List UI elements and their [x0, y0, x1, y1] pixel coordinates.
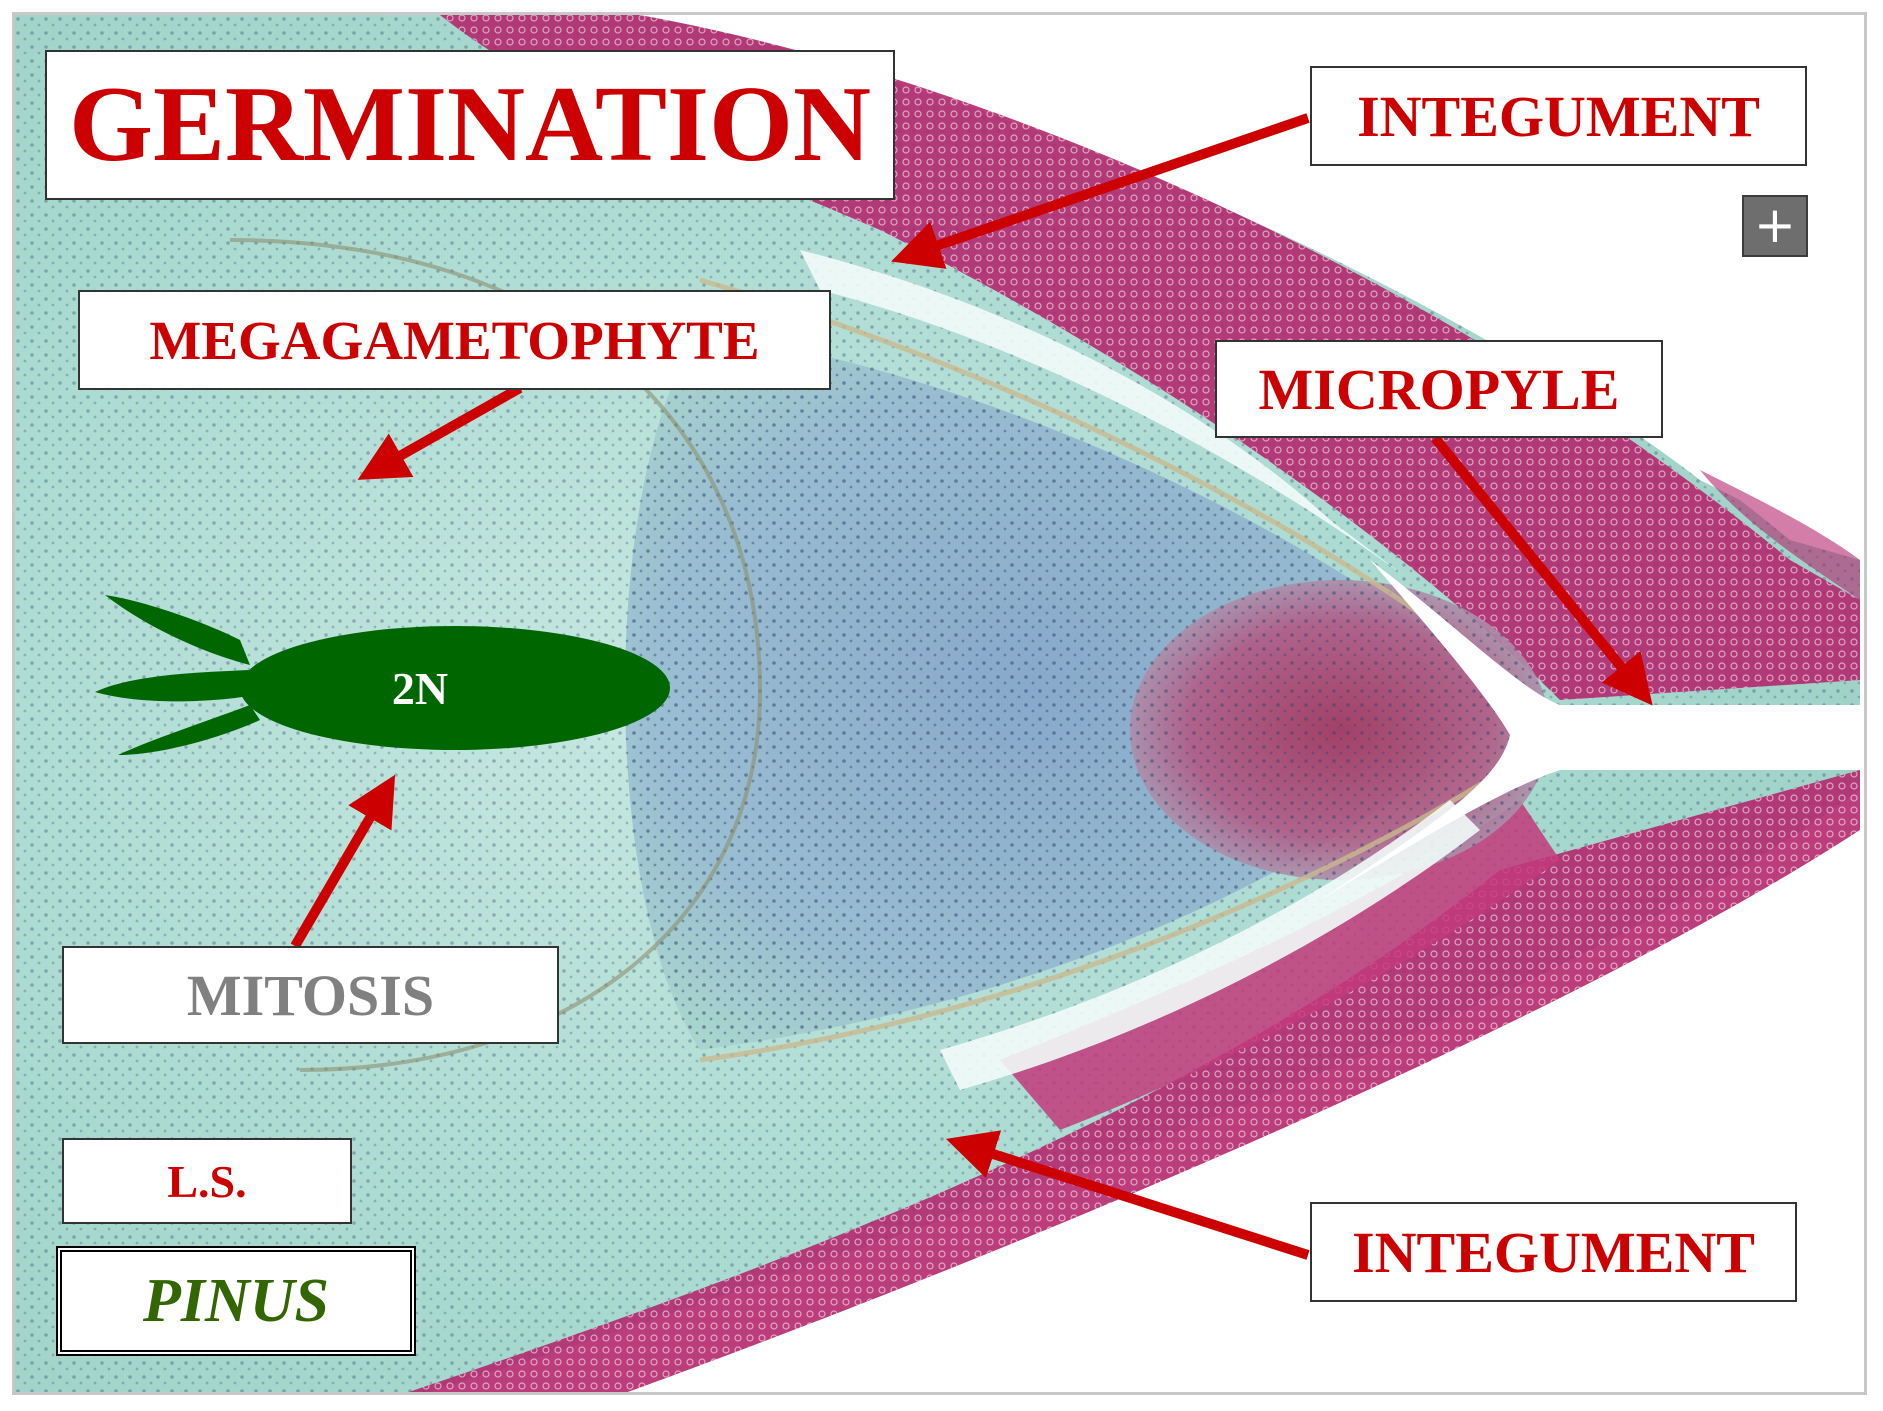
label-integument-bottom: INTEGUMENT — [1310, 1202, 1797, 1302]
expand-plus-button[interactable]: + — [1742, 195, 1808, 257]
page-title: GERMINATION — [45, 50, 895, 200]
label-ls: L.S. — [62, 1138, 352, 1224]
label-micropyle: MICROPYLE — [1215, 340, 1663, 438]
label-integument-top: INTEGUMENT — [1310, 66, 1807, 166]
label-pinus: PINUS — [56, 1246, 416, 1356]
embryo-body — [240, 626, 670, 750]
label-megagametophyte: MEGAGAMETOPHYTE — [78, 290, 831, 390]
label-mitosis: MITOSIS — [62, 946, 559, 1044]
embryo-ploidy-label: 2N — [392, 663, 448, 714]
